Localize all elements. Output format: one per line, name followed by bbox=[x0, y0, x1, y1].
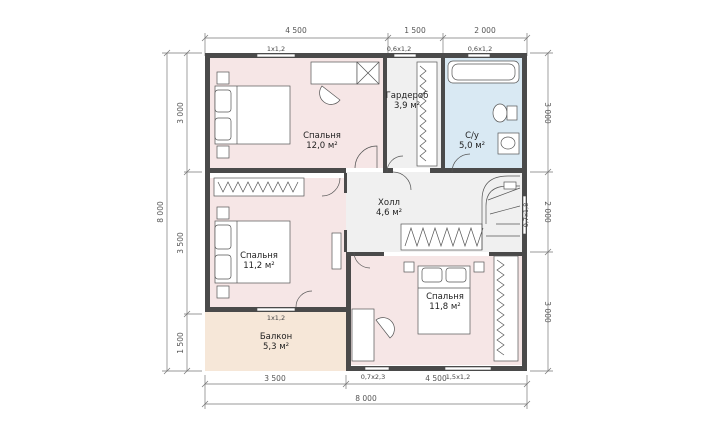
balcony-name: Балкон bbox=[260, 332, 292, 342]
bedroom2-name: Спальня bbox=[240, 251, 278, 261]
dim-right-3: 3 000 bbox=[543, 301, 552, 323]
bedroom1-name: Спальня bbox=[303, 131, 341, 141]
dim-left-1: 3 000 bbox=[176, 102, 185, 124]
stairs bbox=[400, 223, 483, 251]
wardrobe-area-label: 3,9 м² bbox=[394, 101, 420, 111]
dim-top-3: 2 000 bbox=[474, 26, 496, 35]
dimension-lines bbox=[162, 33, 553, 409]
dim-right-1: 3 000 bbox=[543, 102, 552, 124]
dim-left-total: 8 000 bbox=[156, 201, 165, 223]
window-label-bedroom1: 1x1,2 bbox=[267, 45, 285, 53]
window-label-door: 0,7x2,3 bbox=[361, 373, 386, 381]
window-label-bedroom3: 1,5x1,2 bbox=[446, 373, 471, 381]
dim-top-2: 1 500 bbox=[404, 26, 426, 35]
hall-name: Холл bbox=[378, 198, 400, 208]
hall-area-label: 4,6 м² bbox=[376, 208, 402, 218]
bedroom3-name: Спальня bbox=[426, 292, 464, 302]
window-label-bedroom2: 1x1,2 bbox=[267, 314, 285, 322]
dim-bottom-1: 3 500 bbox=[264, 374, 286, 383]
window-label-stairs: 0,7x1,8 bbox=[522, 203, 530, 228]
wardrobe-name: Гардероб bbox=[386, 91, 429, 101]
windows bbox=[256, 53, 527, 371]
bedroom3-area-label: 11,8 м² bbox=[429, 302, 460, 312]
furniture bbox=[213, 60, 521, 362]
bedroom1-area-label: 12,0 м² bbox=[306, 141, 337, 151]
desk-bedroom3 bbox=[351, 308, 375, 362]
balcony-area bbox=[205, 312, 346, 371]
dim-bottom-2: 4 500 bbox=[425, 374, 447, 383]
toilet bbox=[492, 103, 508, 123]
balcony-area-label: 5,3 м² bbox=[263, 342, 289, 352]
bathroom-name: С/у bbox=[465, 131, 479, 141]
window-label-bathroom: 0,6x1,2 bbox=[468, 45, 493, 53]
bedroom2-area-label: 11,2 м² bbox=[243, 261, 274, 271]
window-label-wardrobe: 0,6x1,2 bbox=[387, 45, 412, 53]
dim-bottom-total: 8 000 bbox=[355, 394, 377, 403]
desk-bedroom1 bbox=[310, 61, 358, 85]
dim-right-2: 2 000 bbox=[543, 201, 552, 223]
bathroom-area-label: 5,0 м² bbox=[459, 141, 485, 151]
dim-left-2: 3 500 bbox=[176, 232, 185, 254]
dim-top-1: 4 500 bbox=[285, 26, 307, 35]
dim-left-3: 1 500 bbox=[176, 332, 185, 354]
